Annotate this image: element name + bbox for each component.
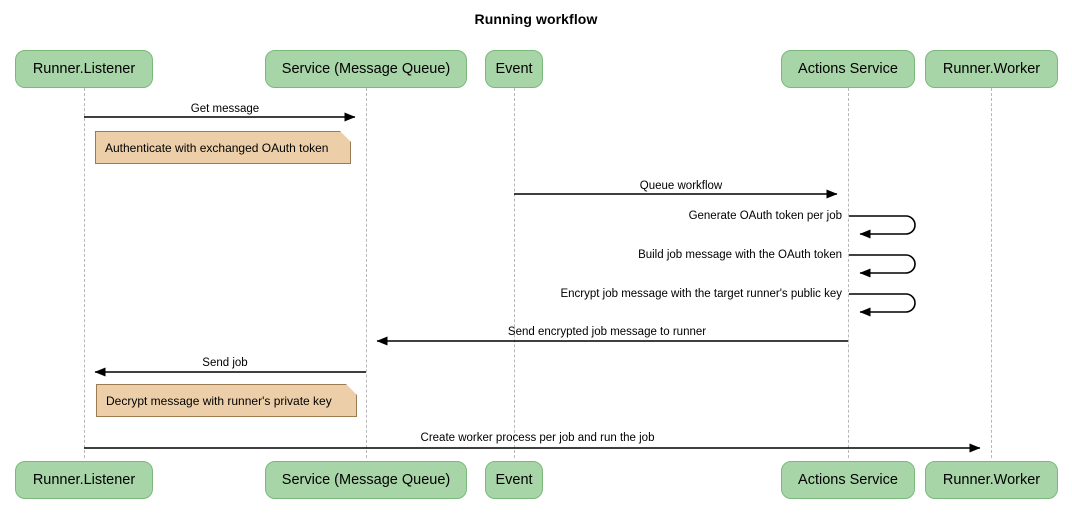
lifeline-service-message-queue (366, 88, 367, 458)
note-fold-edge-icon (340, 131, 351, 142)
message-label-send-encrypted-job-message: Send encrypted job message to runner (507, 326, 707, 338)
self-loop-build-job-message (849, 254, 916, 278)
note-authenticate-with-oauth-token: Authenticate with exchanged OAuth token (95, 131, 351, 164)
participant-runner-listener-bottom[interactable]: Runner.Listener (15, 461, 153, 499)
lifeline-runner-listener (84, 88, 85, 458)
lifeline-event (514, 88, 515, 458)
page-title: Running workflow (474, 11, 598, 27)
lifeline-runner-worker (991, 88, 992, 458)
note-decrypt-message-with-private-key: Decrypt message with runner's private ke… (96, 384, 357, 417)
participant-runner-worker-bottom[interactable]: Runner.Worker (925, 461, 1058, 499)
self-loop-generate-oauth-token (849, 215, 916, 239)
participant-actions-service-top[interactable]: Actions Service (781, 50, 915, 88)
message-label-encrypt-job-message: Encrypt job message with the target runn… (560, 288, 842, 300)
message-label-get-message: Get message (190, 103, 260, 115)
lifeline-actions-service (848, 88, 849, 458)
note-fold-edge-icon (346, 384, 357, 395)
note-decrypt-text: Decrypt message with runner's private ke… (106, 393, 332, 408)
message-label-build-job-message: Build job message with the OAuth token (638, 249, 842, 261)
message-label-queue-workflow: Queue workflow (639, 180, 723, 192)
note-authenticate-text: Authenticate with exchanged OAuth token (105, 140, 329, 155)
participant-service-message-queue-top[interactable]: Service (Message Queue) (265, 50, 467, 88)
participant-runner-worker-top[interactable]: Runner.Worker (925, 50, 1058, 88)
participant-runner-listener-top[interactable]: Runner.Listener (15, 50, 153, 88)
message-label-create-worker-process: Create worker process per job and run th… (420, 432, 655, 444)
participant-service-message-queue-bottom[interactable]: Service (Message Queue) (265, 461, 467, 499)
self-loop-encrypt-job-message (849, 293, 916, 317)
message-label-generate-oauth-token: Generate OAuth token per job (688, 210, 842, 222)
participant-event-top[interactable]: Event (485, 50, 543, 88)
participant-event-bottom[interactable]: Event (485, 461, 543, 499)
message-label-send-job: Send job (202, 357, 248, 369)
participant-actions-service-bottom[interactable]: Actions Service (781, 461, 915, 499)
